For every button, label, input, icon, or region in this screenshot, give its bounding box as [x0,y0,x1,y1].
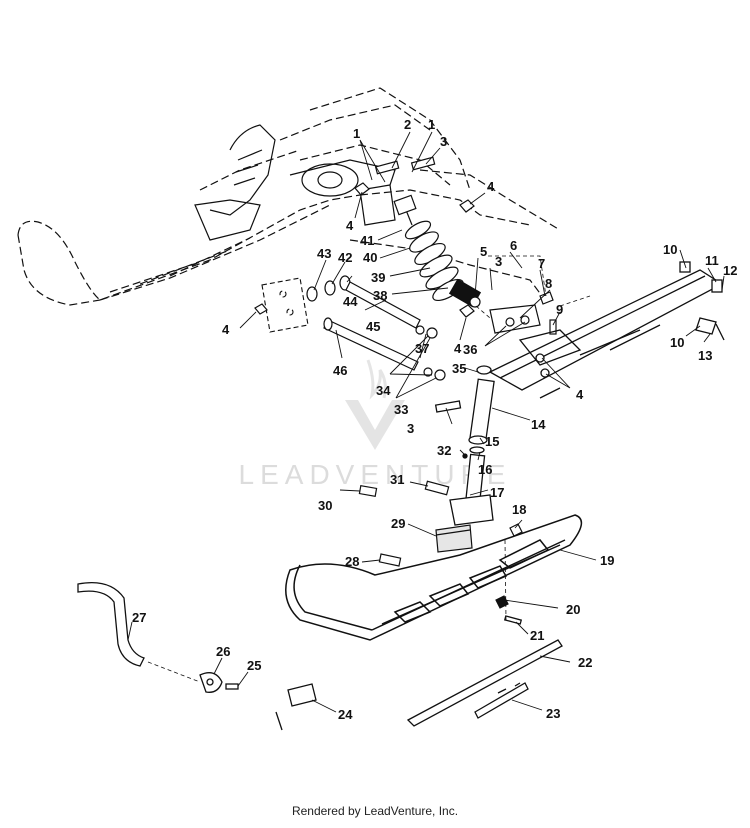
footer-credit: Rendered by LeadVenture, Inc. [291,804,459,818]
bracket [459,291,557,335]
callout-label: 4 [346,218,354,233]
callout-label: 28 [345,554,359,569]
callout-label: 16 [478,462,492,477]
callout-label: 15 [485,434,499,449]
callout-label: 26 [216,644,230,659]
spindle [434,365,495,526]
watermark: LEADVENTURE [239,359,512,490]
callout-label: 3 [440,134,447,149]
leader-lines [127,131,725,713]
handle-parts [77,581,317,731]
callout-label: 38 [373,288,387,303]
callout-label: 11 [705,253,719,268]
callout-label: 7 [538,256,545,271]
callout-label: 13 [698,348,712,363]
callout-label: 4 [454,341,462,356]
callout-label: 29 [391,516,405,531]
watermark-logo-icon [345,400,405,450]
callout-label: 30 [318,498,332,513]
callout-label: 6 [510,238,517,253]
upper-bolts [354,156,475,213]
link-rods [254,275,446,381]
callout-label: 3 [495,254,502,269]
chassis-solid [194,124,396,241]
callout-label: 37 [415,341,429,356]
callout-label: 4 [576,387,584,402]
callout-label: 34 [376,383,391,398]
ski [285,514,583,641]
callout-label: 17 [490,485,504,500]
callout-label: 12 [723,263,737,278]
callout-label: 4 [222,322,230,337]
runners [406,615,563,727]
callout-label: 25 [247,658,261,673]
callout-label: 22 [578,655,592,670]
callout-label: 23 [546,706,560,721]
callout-label: 9 [556,302,563,317]
callout-label: 35 [452,361,466,376]
callout-label: 21 [530,628,544,643]
callout-label: 39 [371,270,385,285]
callout-label: 8 [545,276,552,291]
callout-label: 27 [132,610,146,625]
callout-label: 10 [670,335,684,350]
mount-plate [261,277,309,333]
callout-label: 14 [531,417,546,432]
callout-label: 31 [390,472,404,487]
callout-label: 20 [566,602,580,617]
callout-label: 1 [353,126,360,141]
steering-arm [488,261,725,399]
callout-label: 19 [600,553,614,568]
callouts: 1 2 1 3 4 4 41 40 39 38 5 6 3 7 8 9 4 36… [132,117,737,722]
ski-hardware [358,480,523,609]
callout-label: 42 [338,250,352,265]
watermark-text: LEADVENTURE [239,459,512,490]
callout-label: 24 [338,707,353,722]
callout-label: 5 [480,244,487,259]
callout-label: 40 [363,250,377,265]
connection-lines [147,255,591,683]
callout-label: 32 [437,443,451,458]
callout-label: 1 [428,117,435,132]
callout-label: 41 [360,233,374,248]
callout-label: 10 [663,242,677,257]
shock-absorber [393,194,482,308]
callout-label: 2 [404,117,411,132]
callout-label: 18 [512,502,526,517]
callout-label: 43 [317,246,331,261]
callout-label: 44 [343,294,358,309]
chassis-frame [17,87,561,306]
callout-label: 46 [333,363,347,378]
callout-label: 4 [487,179,495,194]
callout-label: 36 [463,342,477,357]
callout-label: 45 [366,319,380,334]
callout-label: 3 [407,421,414,436]
callout-label: 33 [394,402,408,417]
